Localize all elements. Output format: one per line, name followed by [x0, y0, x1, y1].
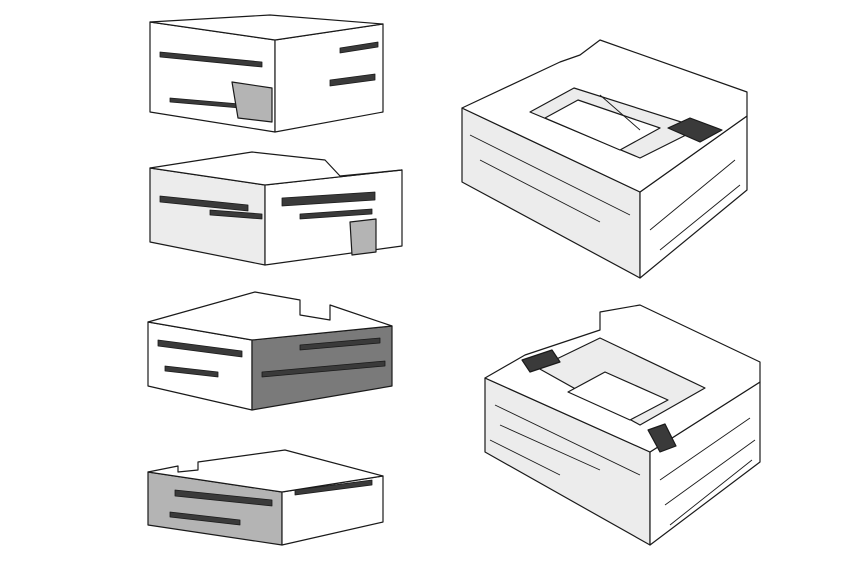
- model-2-recess: [349, 218, 377, 256]
- model-1-slot-3: [339, 41, 379, 54]
- model-2-top-face: [149, 151, 403, 186]
- model-3-slot-4: [261, 360, 386, 378]
- model-1-slot-4: [329, 73, 376, 87]
- model-3-slot-3: [299, 337, 381, 351]
- model-5-courtyard-floor: [544, 99, 661, 151]
- massing-model-4: [147, 449, 384, 546]
- model-4-slot-3: [294, 479, 373, 496]
- model-4-slot-2: [169, 511, 241, 526]
- model-3-top-face: [147, 291, 393, 341]
- model-2-slot-4: [299, 208, 373, 220]
- model-2-slot-2: [209, 209, 263, 220]
- model-6-courtyard-floor: [567, 371, 669, 421]
- model-4-slot-1: [174, 489, 273, 507]
- model-6-slot-lines: [489, 404, 756, 526]
- model-6-stair-1: [521, 349, 561, 373]
- model-3-slot-2: [164, 365, 219, 378]
- model-6-stair-2: [647, 423, 677, 453]
- massing-model-2: [149, 151, 403, 266]
- model-2-slot-3: [281, 191, 376, 207]
- model-1-entrance-recess: [231, 81, 273, 123]
- model-5-slot-lines: [469, 94, 741, 251]
- model-1-top-face: [149, 14, 384, 41]
- model-2-right-face: [264, 169, 403, 266]
- model-5-stair: [667, 117, 723, 143]
- model-4-top-face: [147, 449, 384, 493]
- courtyard-model-lower: [484, 304, 761, 546]
- massing-model-3: [147, 291, 393, 411]
- model-2-slot-1: [159, 195, 249, 212]
- model-1-slot-1: [159, 51, 263, 68]
- model-3-slot-1: [157, 339, 243, 358]
- courtyard-model-upper: [461, 39, 748, 279]
- massing-model-1: [149, 14, 384, 133]
